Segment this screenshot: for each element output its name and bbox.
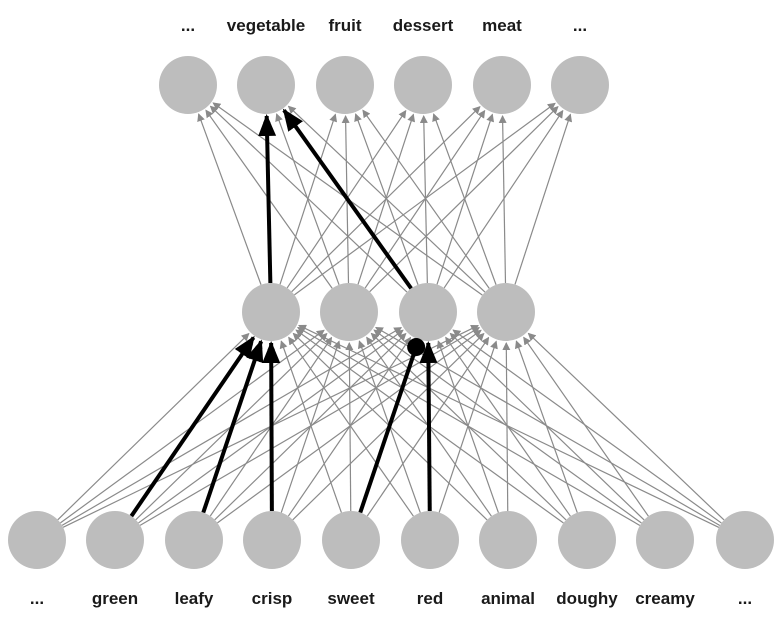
input-label: ...: [29, 589, 45, 608]
weak-edge: [298, 324, 720, 528]
input-node: [165, 511, 223, 569]
strong-edge: [129, 335, 256, 518]
output-label: ...: [180, 16, 196, 35]
output-node: [159, 56, 217, 114]
input-label: doughy: [556, 589, 618, 608]
input-node: [322, 511, 380, 569]
weak-edge: [197, 113, 262, 285]
weak-edge: [498, 114, 507, 284]
input-node: [558, 511, 616, 569]
strong-edge: [419, 340, 438, 512]
output-label: ...: [572, 16, 588, 35]
input-label: red: [416, 589, 444, 608]
weak-edge: [432, 113, 497, 285]
output-label: fruit: [328, 16, 362, 35]
weak-edge: [288, 336, 414, 517]
input-node: [243, 511, 301, 569]
strong-edge: [262, 340, 281, 512]
weak-edge: [369, 106, 559, 293]
weak-edge: [514, 113, 573, 285]
weak-edge: [280, 340, 341, 513]
hidden-node: [242, 283, 300, 341]
input-label: creamy: [635, 589, 695, 608]
input-node: [86, 511, 144, 569]
weak-edge: [452, 329, 722, 524]
weak-edge: [373, 329, 642, 524]
output-node: [237, 56, 295, 114]
weak-edge: [345, 341, 354, 512]
hidden-node: [320, 283, 378, 341]
inhibitory-end-dot: [407, 338, 426, 357]
input-node: [716, 511, 774, 569]
weak-edge: [279, 340, 342, 513]
output-node: [394, 56, 452, 114]
input-label: ...: [737, 589, 753, 608]
output-node: [316, 56, 374, 114]
weak-edge: [357, 113, 416, 285]
input-label: animal: [481, 589, 535, 608]
input-label: green: [91, 589, 139, 608]
weak-edge: [527, 332, 725, 521]
output-label: dessert: [392, 16, 454, 35]
hidden-node: [399, 283, 457, 341]
strong-edge: [201, 339, 264, 514]
hidden-node: [477, 283, 535, 341]
weak-edge: [57, 332, 250, 521]
input-node: [401, 511, 459, 569]
input-label: sweet: [327, 589, 375, 608]
input-node: [636, 511, 694, 569]
inhibitory-edge: [358, 346, 419, 514]
input-label: leafy: [174, 589, 214, 608]
output-node: [473, 56, 531, 114]
strong-edge: [258, 113, 277, 284]
strong-edge: [282, 108, 413, 290]
weak-edge: [296, 327, 641, 526]
output-label: vegetable: [226, 16, 306, 35]
input-label: crisp: [251, 589, 293, 608]
weak-edge: [362, 109, 490, 289]
weak-edge: [275, 113, 340, 285]
output-label: meat: [482, 16, 522, 35]
output-node: [551, 56, 609, 114]
weak-edge: [209, 105, 408, 293]
weak-edge: [438, 340, 498, 513]
input-node: [479, 511, 537, 569]
weak-edge: [523, 336, 649, 517]
weak-edge: [287, 105, 486, 293]
input-node: [8, 511, 66, 569]
